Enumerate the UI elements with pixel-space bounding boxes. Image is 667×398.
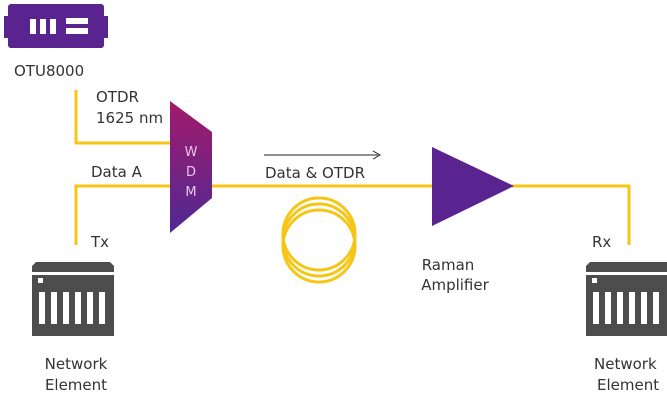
fiber-spool-icon xyxy=(281,196,357,284)
fiber-lines xyxy=(74,90,631,245)
network-element-left-line1: Network xyxy=(45,355,108,373)
direction-arrow-icon xyxy=(264,150,382,160)
network-element-right-icon[interactable] xyxy=(586,262,667,336)
otu8000-device-icon[interactable] xyxy=(4,4,108,48)
rx-fiber xyxy=(512,184,631,245)
tx-label: Tx xyxy=(90,233,109,251)
network-element-left-line2: Element xyxy=(45,376,107,394)
data-a-fiber xyxy=(74,184,170,245)
amplifier-label: Amplifier xyxy=(421,276,489,294)
wdm-letter-w: W xyxy=(185,145,198,160)
network-element-left-icon[interactable] xyxy=(30,257,114,336)
wdm-letter-d: D xyxy=(186,165,196,180)
wdm-letter-m: M xyxy=(185,185,196,200)
wdm-coupler[interactable]: W D M xyxy=(170,101,212,233)
data-otdr-label: Data & OTDR xyxy=(265,164,365,182)
otdr-wavelength-label: 1625 nm xyxy=(96,109,163,127)
otdr-label: OTDR xyxy=(96,88,139,106)
data-a-label: Data A xyxy=(91,163,143,181)
rx-label: Rx xyxy=(592,233,611,251)
otu8000-label: OTU8000 xyxy=(14,62,84,80)
network-element-right-line2: Element xyxy=(597,376,659,394)
raman-label: Raman xyxy=(422,256,475,274)
network-element-right-line1: Network xyxy=(594,355,657,373)
otdr-fiber xyxy=(74,90,170,145)
raman-amplifier-icon[interactable] xyxy=(432,147,514,226)
